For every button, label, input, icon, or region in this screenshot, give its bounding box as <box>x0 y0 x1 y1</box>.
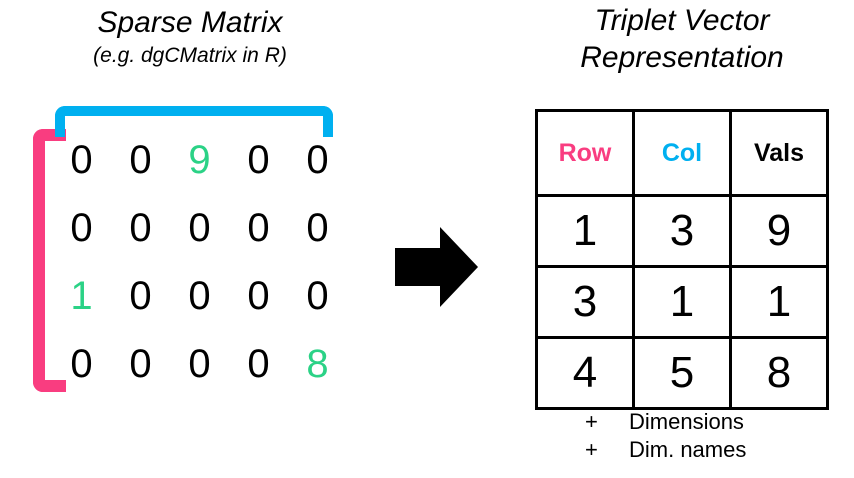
column-header-row: Row <box>535 109 635 197</box>
extra-text: Dimensions <box>629 409 744 434</box>
plus-bullet: + <box>585 437 598 462</box>
matrix-cell-r3c4: 0 <box>247 273 270 318</box>
matrix-cell-r4c1: 0 <box>70 341 93 386</box>
extra-text: Dim. names <box>629 437 747 462</box>
vals-cell: 9 <box>729 194 829 268</box>
triplet-title-line2: Representation <box>580 41 784 74</box>
extra-item: + Dimensions <box>535 408 835 436</box>
matrix-cell-r4c2: 0 <box>129 341 152 386</box>
index-cell: 5 <box>632 336 732 410</box>
column-header-col: Col <box>632 109 732 197</box>
index-cell: 3 <box>632 194 732 268</box>
row-bracket-icon <box>33 129 66 392</box>
matrix-cell-r2c5: 0 <box>306 205 329 250</box>
index-cell: 1 <box>632 265 732 339</box>
sparse-matrix-subtitle: (e.g. dgCMatrix in R) <box>93 44 287 67</box>
matrix-cell-r2c3: 0 <box>188 205 211 250</box>
column-header-vals: Vals <box>729 109 829 197</box>
matrix-cell-r3c3: 0 <box>188 273 211 318</box>
triplet-representation-title: Triplet Vector Representation <box>532 0 832 76</box>
vals-cell: 1 <box>729 265 829 339</box>
matrix-cell-r4c3: 0 <box>188 341 211 386</box>
index-cell: 1 <box>535 194 635 268</box>
matrix-cell-r2c4: 0 <box>247 205 270 250</box>
matrix-cell-r1c3: 9 <box>188 137 211 182</box>
matrix-cell-r3c2: 0 <box>129 273 152 318</box>
matrix-cell-r4c4: 0 <box>247 341 270 386</box>
matrix-cell-r3c1: 1 <box>70 273 93 318</box>
matrix-cell-r1c1: 0 <box>70 137 93 182</box>
index-cell: 3 <box>535 265 635 339</box>
plus-bullet: + <box>585 409 598 434</box>
sparse-matrix-title: Sparse Matrix <box>97 6 283 39</box>
matrix-cell-r2c2: 0 <box>129 205 152 250</box>
right-arrow-icon <box>395 227 478 307</box>
matrix-cell-r1c5: 0 <box>306 137 329 182</box>
index-cell: 4 <box>535 336 635 410</box>
triplet-title-line1: Triplet Vector <box>594 4 770 37</box>
extras-list: + Dimensions + Dim. names <box>535 408 835 464</box>
vals-cell: 8 <box>729 336 829 410</box>
extra-item: + Dim. names <box>535 436 835 464</box>
matrix-cell-r1c4: 0 <box>247 137 270 182</box>
column-bracket-icon <box>55 106 333 137</box>
matrix-cell-r3c5: 0 <box>306 273 329 318</box>
matrix-cell-r4c5: 8 <box>306 341 329 386</box>
matrix-cell-r1c2: 0 <box>129 137 152 182</box>
matrix-cell-r2c1: 0 <box>70 205 93 250</box>
